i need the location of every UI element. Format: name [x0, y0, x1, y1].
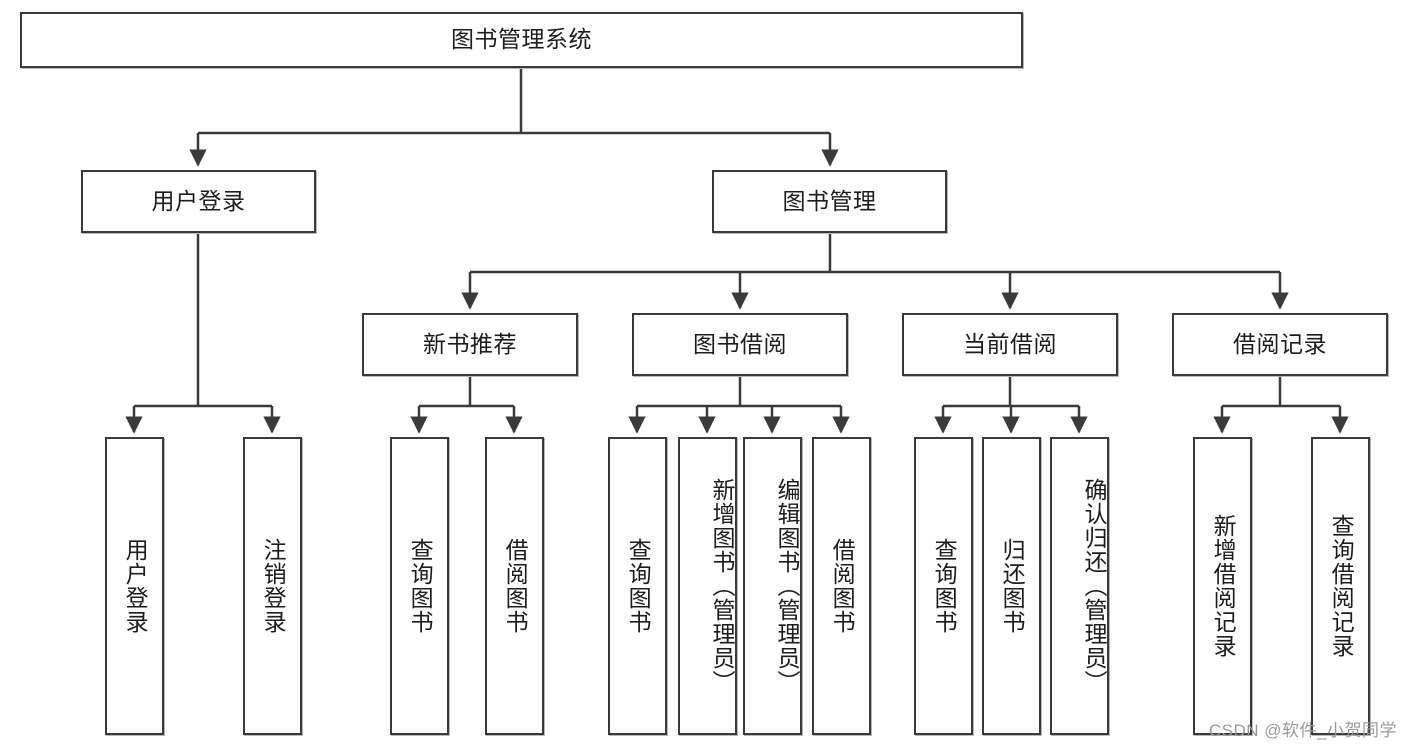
node-label: 查询图书: [931, 538, 958, 634]
node-label: 图书管理: [782, 187, 877, 214]
leaf-user-login[interactable]: 用户登录: [105, 437, 164, 735]
node-label: 归还图书: [999, 538, 1026, 634]
leaf-add-borrow-record[interactable]: 新增借阅记录: [1193, 437, 1252, 735]
node-label: 查询图书: [407, 538, 434, 634]
leaf-borrow-books-borrow[interactable]: 借阅图书: [812, 437, 871, 735]
node-new-book-recommendation[interactable]: 新书推荐: [362, 313, 578, 376]
leaf-query-books-new[interactable]: 查询图书: [390, 437, 449, 735]
leaf-add-book-admin[interactable]: 新增图书（管理员）: [678, 437, 737, 735]
node-label: 编辑图书（管理员）: [774, 478, 800, 694]
node-label: 图书借阅: [693, 330, 787, 357]
leaf-borrow-books-new[interactable]: 借阅图书: [485, 437, 544, 735]
leaf-query-borrow-record[interactable]: 查询借阅记录: [1311, 437, 1370, 735]
leaf-return-books[interactable]: 归还图书: [982, 437, 1041, 735]
node-label: 新书推荐: [423, 330, 517, 357]
node-label: 借阅图书: [829, 538, 856, 634]
node-label: 新增借阅记录: [1210, 514, 1237, 658]
node-root-book-management-system[interactable]: 图书管理系统: [20, 12, 1023, 68]
node-borrowing-records[interactable]: 借阅记录: [1172, 313, 1388, 376]
node-label: 当前借阅: [963, 330, 1057, 357]
leaf-logout[interactable]: 注销登录: [243, 437, 302, 735]
leaf-confirm-return-admin[interactable]: 确认归还（管理员）: [1050, 437, 1109, 735]
node-current-borrowing[interactable]: 当前借阅: [902, 313, 1118, 376]
node-book-management[interactable]: 图书管理: [712, 170, 947, 233]
node-label: 查询借阅记录: [1328, 514, 1355, 658]
node-user-login[interactable]: 用户登录: [81, 170, 316, 233]
node-book-borrowing[interactable]: 图书借阅: [632, 313, 848, 376]
node-label: 借阅记录: [1233, 330, 1327, 357]
leaf-query-books-current[interactable]: 查询图书: [914, 437, 973, 735]
node-label: 新增图书（管理员）: [709, 478, 735, 694]
node-label: 注销登录: [260, 538, 287, 634]
node-label: 查询图书: [625, 538, 652, 634]
leaf-edit-book-admin[interactable]: 编辑图书（管理员）: [743, 437, 802, 735]
node-label: 用户登录: [151, 187, 246, 214]
node-label: 用户登录: [122, 538, 149, 634]
node-label: 借阅图书: [502, 538, 529, 634]
node-label: 确认归还（管理员）: [1081, 478, 1107, 694]
node-label: 图书管理系统: [451, 26, 592, 53]
leaf-query-books-borrow[interactable]: 查询图书: [608, 437, 667, 735]
